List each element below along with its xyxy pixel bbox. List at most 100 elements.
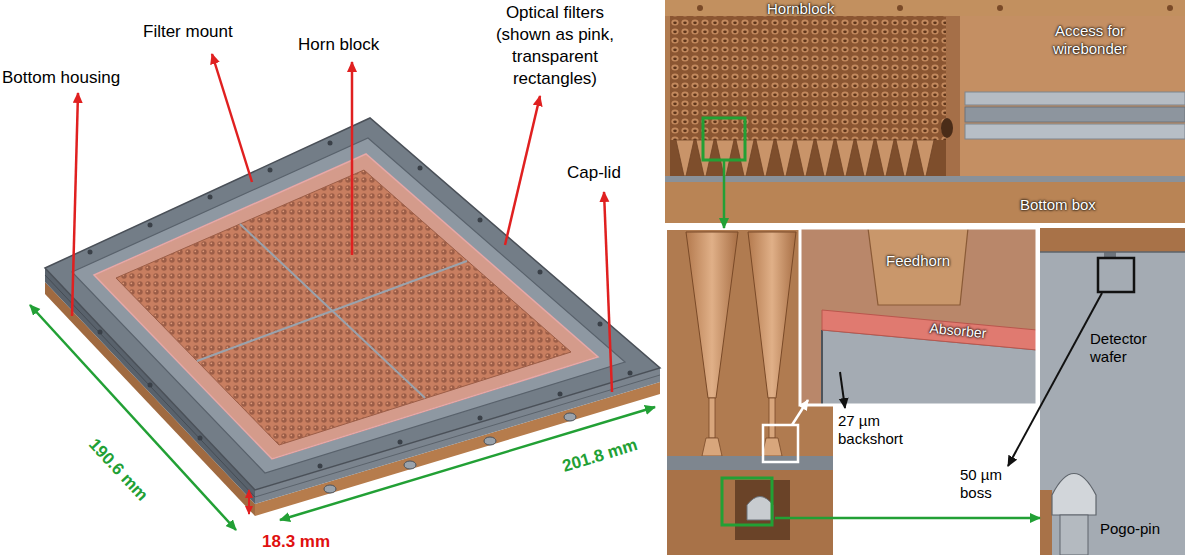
- horn-cone: [836, 140, 854, 176]
- leader-arrow: [505, 96, 540, 245]
- hornblock-cutaway: [670, 16, 946, 140]
- wafer-closeup: [1040, 490, 1052, 555]
- dimension-line: [30, 305, 655, 530]
- hornblock-cutaway: [665, 0, 1185, 223]
- dimension-line: [280, 407, 655, 520]
- leader-arrow: [212, 54, 252, 182]
- part-label: Absorber: [929, 320, 987, 342]
- part-label: Detector wafer: [1090, 330, 1182, 366]
- horn-cone: [676, 140, 934, 176]
- horn-section: [762, 438, 782, 456]
- dimension-label: 201.8 mm: [560, 435, 640, 477]
- wafer-closeup: [1060, 515, 1088, 555]
- module-assembly: [30, 54, 660, 530]
- leader-arrow: [840, 372, 845, 408]
- part-label: Access for wirebonder: [1020, 22, 1160, 58]
- part-label: Bottom box: [1020, 196, 1096, 214]
- housing-bolt: [484, 437, 496, 445]
- hornblock-cutaway: [960, 16, 1185, 178]
- bolt-hole: [208, 195, 213, 200]
- part-label: Hornblock: [767, 0, 835, 18]
- bolt-hole: [268, 168, 273, 173]
- horn-cone: [896, 140, 914, 176]
- absorber-closeup: [800, 228, 1037, 405]
- part-label: Cap-lid: [567, 163, 621, 183]
- zoom-arrow: [723, 160, 726, 228]
- hornblock-cutaway: [897, 5, 903, 11]
- dimension-label: 18.3 mm: [262, 532, 330, 552]
- optical-filter: [94, 154, 598, 459]
- housing-bolt: [404, 461, 416, 469]
- horn-cone: [856, 140, 874, 176]
- bolt-hole: [598, 322, 603, 327]
- zoom-box: [722, 478, 772, 525]
- absorber-closeup: [868, 228, 968, 305]
- hornblock-cutaway: [941, 118, 953, 138]
- dimension-label: 50 µm boss: [960, 466, 1024, 502]
- bolt-hole: [98, 330, 103, 335]
- zoom-box: [763, 425, 798, 462]
- horn-section: [769, 398, 775, 438]
- zoom-arrow: [775, 517, 1040, 520]
- housing-bolt: [564, 413, 576, 421]
- horn-cone: [676, 140, 694, 176]
- leader-arrow: [72, 93, 78, 316]
- dimension-label: 27 µm backshort: [838, 412, 938, 448]
- bolt-hole: [318, 464, 323, 469]
- horn-section: [702, 438, 722, 456]
- absorber-closeup: [800, 228, 1037, 405]
- bolt-hole: [628, 371, 633, 376]
- horn-section: [686, 232, 738, 398]
- bolt-hole: [328, 141, 333, 146]
- horn-cone: [916, 140, 934, 176]
- filter-frame: [94, 154, 598, 459]
- part-label: Filter mount: [143, 22, 233, 42]
- horn-section: [667, 456, 833, 470]
- bolt-hole: [478, 218, 483, 223]
- wafer-closeup: [1040, 228, 1185, 252]
- horn-section: [735, 480, 790, 540]
- zoom-box: [703, 118, 745, 160]
- bolt-hole: [148, 383, 153, 388]
- bolt-hole: [148, 223, 153, 228]
- wafer-closeup: [1052, 474, 1096, 516]
- hornblock-cutaway: [1167, 5, 1173, 11]
- leader-arrow: [72, 54, 612, 392]
- part-label: Bottom housing: [2, 68, 120, 88]
- hornblock-cutaway: [997, 5, 1003, 11]
- horn-section: [667, 470, 833, 555]
- hornblock-cutaway: [697, 5, 703, 11]
- hornblock-cutaway: [665, 0, 1185, 223]
- housing-bolt: [324, 485, 336, 493]
- horn-section: [709, 398, 715, 438]
- horn-cone: [776, 140, 794, 176]
- leader-arrow: [604, 192, 612, 392]
- dimension-line: [248, 490, 250, 514]
- part-label: Optical filters (shown as pink, transpar…: [480, 2, 630, 90]
- hornblock-cutaway: [946, 16, 960, 178]
- hornblock-cutaway: [965, 124, 1185, 139]
- dimension-label: 190.6 mm: [84, 435, 151, 505]
- filter-mount: [72, 138, 625, 473]
- horn-cone: [816, 140, 834, 176]
- bolt-hole: [198, 436, 203, 441]
- zoom-arrow: [792, 400, 808, 425]
- part-label: Pogo-pin: [1100, 520, 1160, 538]
- wafer-closeup: [1040, 228, 1185, 555]
- absorber-closeup: [800, 228, 1037, 405]
- horn-section: [748, 232, 796, 398]
- wafer-closeup: [1040, 251, 1185, 253]
- horn-cone: [696, 140, 714, 176]
- hornblock-cutaway: [665, 182, 1185, 223]
- zoom-box: [1098, 258, 1134, 292]
- horn-cone: [876, 140, 894, 176]
- part-label: Horn block: [298, 35, 379, 55]
- bolt-hole: [418, 166, 423, 171]
- bolt-hole: [398, 440, 403, 445]
- bolt-hole: [88, 141, 633, 469]
- hornblock-cutaway: [665, 176, 1185, 182]
- hornblock-cutaway: [965, 107, 1185, 122]
- absorber-closeup: [821, 330, 823, 405]
- filter-edge: [197, 261, 467, 361]
